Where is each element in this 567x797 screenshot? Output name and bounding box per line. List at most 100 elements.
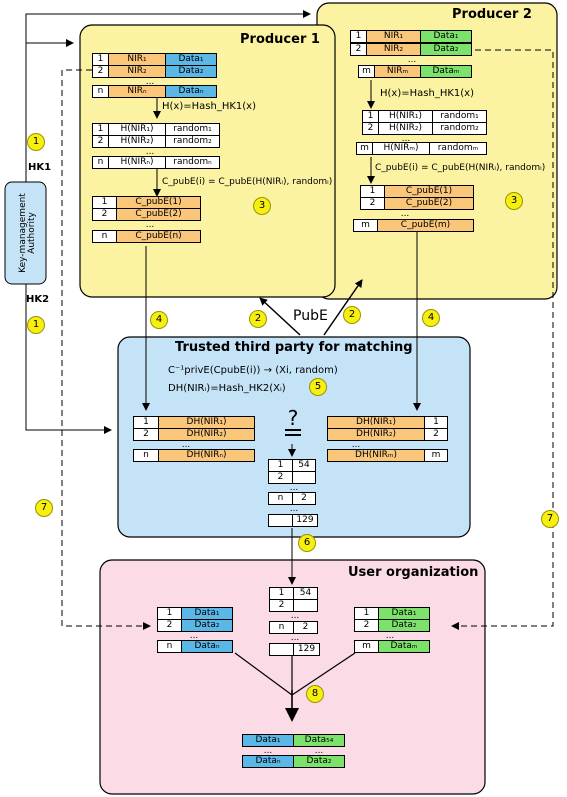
producer2-hash-formula: H(x)=Hash_HK1(x)	[380, 88, 474, 99]
step-badge-2: 2	[343, 306, 361, 324]
table-cell-left: 2	[268, 471, 293, 484]
table-ellipsis: ...	[351, 440, 361, 450]
table-cell-data-right: Data₂	[293, 755, 345, 768]
table-cell-index: 1	[350, 30, 367, 43]
ttp-match-symbol: ?	[282, 408, 304, 431]
table-ellipsis: ...	[290, 633, 300, 643]
table-cell-right: 54	[293, 587, 318, 600]
step-badge-1: 1	[27, 316, 45, 334]
step4-arrows	[142, 232, 421, 411]
table-cell-data: Dataₙ	[165, 85, 217, 98]
table-cell-data: Dataₘ	[420, 65, 472, 78]
step-badge-1: 1	[27, 133, 45, 151]
table-ellipsis: ...	[145, 77, 155, 87]
pube-label: PubE	[293, 308, 328, 324]
table-cell-data-left: Dataₙ	[242, 755, 294, 768]
ttp-box	[117, 336, 471, 538]
table-cell-random: random₂	[165, 135, 220, 148]
table-cell-random: random₂	[432, 122, 487, 135]
table-ellipsis: ...	[290, 611, 300, 621]
table-cell-dh: DH(NIRₘ)	[327, 449, 425, 462]
table-ellipsis: ...	[385, 631, 395, 641]
user-merge-arrows	[234, 652, 356, 722]
table-ellipsis: ...	[314, 746, 324, 756]
table-cell-cipher: C_pubE(2)	[384, 197, 474, 210]
table-ellipsis: ...	[400, 209, 410, 219]
table-cell-nir: NIRₘ	[374, 65, 421, 78]
table-cell-data: Data₁	[165, 53, 217, 66]
table-cell-index: n	[157, 640, 182, 653]
step-badge-7: 7	[35, 499, 53, 517]
table-cell-hash: H(NIRₘ)	[372, 142, 430, 155]
table-cell-index: n	[92, 230, 117, 243]
kma-label: Key-management Authority	[18, 193, 37, 273]
step-badge-4: 4	[422, 309, 440, 327]
table-cell-index: 2	[360, 197, 385, 210]
table-cell-data: Dataₘ	[378, 640, 430, 653]
table-cell-right: 2	[293, 621, 318, 634]
user-org-title: User organization	[348, 565, 479, 580]
step-badge-2: 2	[249, 310, 267, 328]
table-cell-index: 2	[362, 122, 379, 135]
hk2-label: HK2	[26, 294, 50, 305]
table-cell-data: Data₂	[165, 65, 217, 78]
table-cell-right: 2	[292, 492, 316, 505]
producer-internal-arrows	[153, 80, 375, 197]
table-cell-dh: DH(NIR₂)	[327, 428, 425, 441]
table-cell-nir: NIR₂	[108, 65, 166, 78]
ttp-decrypt-formula: C⁻¹privE(CpubE(i)) → (Xi, random)	[168, 365, 338, 376]
table-ellipsis: ...	[407, 55, 417, 65]
table-cell-cipher: C_pubE(n)	[116, 230, 201, 243]
table-cell-left: 2	[269, 599, 294, 612]
step-badge-3: 3	[505, 192, 523, 210]
producer1-title: Producer 1	[240, 32, 320, 47]
table-cell-nir: NIR₁	[366, 30, 421, 43]
table-cell-dh: DH(NIR₂)	[158, 428, 255, 441]
table-cell-hash: H(NIRₙ)	[108, 156, 166, 169]
table-cell-index: 2	[92, 135, 109, 148]
table-cell-left	[268, 514, 293, 527]
step-badge-5: 5	[309, 378, 327, 396]
hk1-label: HK1	[28, 162, 52, 173]
table-cell-right	[293, 599, 318, 612]
table-cell-left	[269, 643, 294, 656]
table-cell-hash: H(NIR₂)	[108, 135, 166, 148]
table-ellipsis: ...	[401, 134, 411, 144]
step-badge-7: 7	[541, 510, 559, 528]
step-badge-8: 8	[306, 685, 324, 703]
hk-key-distribution	[25, 10, 311, 434]
table-cell-index: n	[92, 85, 109, 98]
producer1-hash-formula: H(x)=Hash_HK1(x)	[162, 101, 256, 112]
table-cell-data: Dataₙ	[181, 640, 233, 653]
table-ellipsis: ...	[181, 440, 191, 450]
step-badge-4: 4	[150, 311, 168, 329]
table-cell-index: 2	[424, 428, 448, 441]
table-cell-dh: DH(NIRₙ)	[158, 449, 255, 462]
table-cell-right: 129	[292, 514, 318, 527]
equals-icon	[285, 429, 301, 431]
table-cell-data: Data₁	[420, 30, 472, 43]
ttp-title: Trusted third party for matching	[175, 340, 413, 355]
table-ellipsis: ...	[145, 147, 155, 157]
table-cell-index: m	[424, 449, 448, 462]
question-mark: ?	[287, 406, 299, 430]
table-cell-data-right: Data₅₄	[293, 734, 345, 747]
producer2-title: Producer 2	[452, 7, 532, 22]
table-cell-cipher: C_pubE(m)	[377, 219, 474, 232]
table-ellipsis: ...	[145, 220, 155, 230]
data-transfer-dashed	[61, 49, 554, 630]
table-cell-hash: H(NIR₂)	[378, 122, 433, 135]
table-cell-index: m	[353, 219, 378, 232]
table-ellipsis: ...	[263, 746, 273, 756]
table-cell-data: Data₂	[420, 43, 472, 56]
table-cell-index: m	[354, 640, 379, 653]
table-cell-random: randomₘ	[429, 142, 487, 155]
table-cell-cipher: C_pubE(2)	[116, 208, 201, 221]
table-ellipsis: ...	[289, 483, 299, 493]
step-badge-6: 6	[298, 534, 316, 552]
producer2-enc-formula: C_pubE(i) = C_pubE(H(NIRᵢ), randomᵢ)	[375, 163, 546, 173]
table-ellipsis: ...	[189, 631, 199, 641]
table-cell-index: 2	[133, 428, 159, 441]
table-cell-data: Data₂	[378, 619, 430, 632]
table-cell-index: n	[92, 156, 109, 169]
